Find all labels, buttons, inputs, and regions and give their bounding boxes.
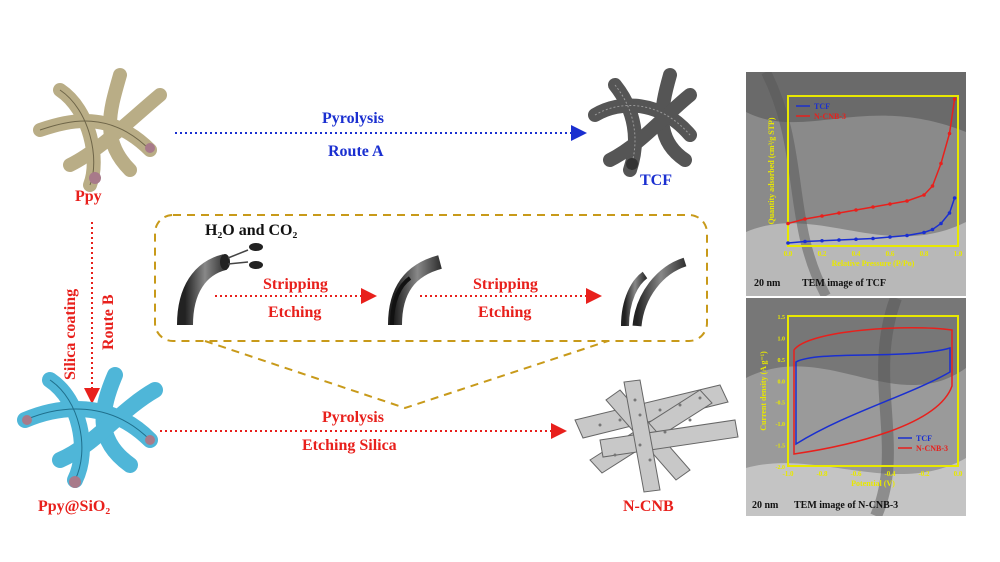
cv-xlabel: Potential (V) bbox=[851, 479, 895, 488]
tcf-tube-cluster bbox=[588, 68, 697, 177]
cv-legend-label: N-CNB-3 bbox=[916, 444, 948, 453]
silica-coating-label: Silica coating bbox=[62, 288, 79, 380]
cv-xtick: -0.8 bbox=[816, 470, 828, 478]
isotherm-point bbox=[905, 199, 909, 203]
cv-ytick: -1.0 bbox=[776, 422, 786, 428]
isotherm-point bbox=[820, 214, 824, 218]
cv-legend-label: TCF bbox=[916, 434, 932, 443]
pyrolysis-b-label: Pyrolysis bbox=[322, 409, 384, 426]
scissors-icon bbox=[227, 243, 263, 269]
tem-panel-bottom: -1.0 -0.8 -0.6 -0.4 -0.2 0.0 1.5 1.0 0.5 0.0 -0.5 -… bbox=[746, 298, 966, 516]
process-box bbox=[154, 214, 708, 342]
cv-ytick: 1.5 bbox=[778, 315, 786, 321]
tem-texture-top bbox=[746, 72, 966, 296]
ppy-label: Ppy bbox=[75, 188, 102, 205]
cv-xtick: -0.2 bbox=[918, 470, 930, 478]
tube-stage-1 bbox=[177, 254, 228, 326]
cv-series-ncnb bbox=[793, 327, 953, 455]
isotherm-ylabel: Quantity adsorbed (cm³/g STP) bbox=[767, 117, 776, 224]
isotherm-point bbox=[952, 97, 957, 101]
isotherm-point bbox=[854, 237, 858, 242]
tem-caption-bottom: TEM image of N-CNB-3 bbox=[794, 500, 899, 511]
isotherm-point bbox=[888, 202, 892, 206]
isotherm-xtick: 1.0 bbox=[954, 250, 963, 258]
etching-label-2: Etching bbox=[478, 304, 532, 321]
cv-xtick: -1.0 bbox=[782, 470, 794, 478]
isotherm-point bbox=[939, 221, 943, 226]
isotherm-point bbox=[786, 221, 790, 226]
isotherm-point bbox=[820, 238, 824, 243]
ncnb-label: N-CNB bbox=[623, 498, 674, 515]
etching-silica-label: Etching Silica bbox=[302, 437, 397, 454]
ppy-tube-cluster bbox=[33, 68, 167, 192]
isotherm-legend-label: TCF bbox=[814, 102, 830, 111]
cv-ytick: 1.0 bbox=[778, 336, 786, 342]
isotherm-point bbox=[786, 241, 790, 245]
cv-chart: -1.0 -0.8 -0.6 -0.4 -0.2 0.0 1.5 1.0 0.5 0.0 -0.5 -… bbox=[759, 315, 963, 488]
cv-ytick: -1.5 bbox=[776, 444, 786, 450]
isotherm-legend-label: N-CNB-3 bbox=[814, 112, 846, 121]
route-b-label: Route B bbox=[100, 294, 117, 350]
tube-end-icon bbox=[89, 172, 101, 184]
isotherm-point bbox=[854, 208, 858, 212]
isotherm-frame bbox=[787, 95, 959, 247]
cv-xtick: -0.6 bbox=[850, 470, 862, 478]
isotherm-xtick: 0.2 bbox=[818, 250, 827, 258]
isotherm-xtick: 0.6 bbox=[886, 250, 895, 258]
isotherm-point bbox=[922, 193, 926, 197]
isotherm-point bbox=[888, 235, 892, 239]
h2o-co2-label: H₂O and CO₂ bbox=[205, 222, 298, 239]
cv-ylabel: Current density (A g⁻¹) bbox=[759, 351, 768, 431]
isotherm-point bbox=[922, 230, 926, 235]
isotherm-point bbox=[947, 211, 952, 215]
isotherm-point bbox=[939, 161, 943, 166]
pyrolysis-a-label: Pyrolysis bbox=[322, 110, 384, 127]
ncnb-belt-cluster bbox=[574, 379, 739, 493]
isotherm-series-1 bbox=[787, 98, 956, 225]
cv-frame bbox=[787, 315, 959, 467]
isotherm-series-0 bbox=[787, 197, 956, 244]
isotherm-xtick: 0.4 bbox=[852, 250, 861, 258]
scale-bar-top: 20 nm bbox=[754, 278, 781, 289]
cv-xtick: -0.4 bbox=[884, 470, 896, 478]
cv-ytick: 0.5 bbox=[778, 358, 786, 364]
cv-xtick: 0.0 bbox=[954, 470, 963, 478]
isotherm-point bbox=[803, 217, 807, 221]
tube-stage-3b bbox=[632, 257, 687, 327]
cv-ytick: -0.5 bbox=[776, 401, 786, 407]
etching-label-1: Etching bbox=[268, 304, 322, 321]
isotherm-xtick: 0.8 bbox=[920, 250, 929, 258]
tube-stage-3a bbox=[621, 271, 648, 327]
isotherm-point bbox=[871, 236, 875, 241]
tem-texture-bottom bbox=[746, 298, 966, 516]
isotherm-point bbox=[837, 238, 841, 242]
isotherm-point bbox=[930, 227, 935, 232]
isotherm-point bbox=[871, 205, 875, 209]
isotherm-point bbox=[930, 184, 935, 188]
tem-caption-top: TEM image of TCF bbox=[802, 278, 886, 289]
cv-ytick: -2.0 bbox=[776, 465, 786, 471]
isotherm-point bbox=[803, 239, 807, 244]
route-a-label: Route A bbox=[328, 143, 384, 160]
process-funnel bbox=[204, 340, 609, 410]
isotherm-point bbox=[905, 233, 909, 238]
isotherm-point bbox=[947, 131, 952, 136]
isotherm-point bbox=[952, 196, 957, 200]
stripping-label-2: Stripping bbox=[473, 276, 538, 293]
isotherm-xlabel: Relative Pressure (P/Po) bbox=[832, 259, 915, 268]
cv-ytick: 0.0 bbox=[778, 379, 786, 385]
isotherm-xtick: 0.0 bbox=[784, 250, 793, 258]
cv-series-tcf bbox=[795, 347, 951, 446]
tube-stage-2 bbox=[388, 255, 443, 326]
stripping-label-1: Stripping bbox=[263, 276, 328, 293]
tcf-label: TCF bbox=[640, 172, 672, 189]
ppy-sio2-label: Ppy@SiO₂ bbox=[38, 498, 111, 515]
scale-bar-bottom: 20 nm bbox=[752, 500, 779, 511]
isotherm-point bbox=[837, 211, 841, 215]
